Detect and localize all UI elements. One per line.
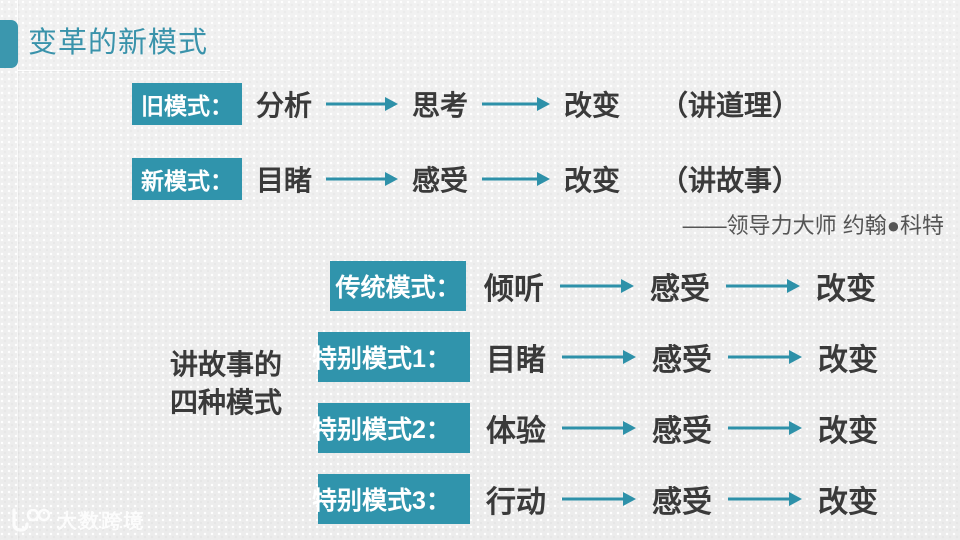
watermark: 大数跨境 [8, 505, 145, 534]
flow-row-special-mode-1: 特别模式1： 目睹 感受 改变 [312, 332, 878, 382]
row-tag-label: 特别模式2： [312, 416, 451, 444]
flow-row-old-model: 旧模式： 分析 思考 改变 （讲道理） [132, 83, 800, 125]
step-word: 思考 [412, 90, 469, 121]
step-word: 分析 [256, 90, 313, 121]
step-word: 改变 [818, 415, 878, 448]
arrow-right-icon [562, 491, 636, 507]
step-word: 改变 [818, 486, 878, 519]
title-underline [18, 70, 230, 71]
arrow-right-icon [728, 349, 802, 365]
row-note: （讲故事） [660, 165, 801, 196]
row-tag-special-mode-1: 特别模式1： [312, 332, 470, 382]
arrow-right-icon [728, 491, 802, 507]
arrow-right-icon [562, 349, 636, 365]
step-word: 改变 [818, 344, 878, 377]
step-word: 目睹 [256, 165, 313, 196]
row-tag-traditional-mode: 传统模式： [330, 261, 466, 311]
flow-row-special-mode-2: 特别模式2： 体验 感受 改变 [312, 403, 878, 453]
step-word: 感受 [650, 273, 710, 306]
slide-left-seam [17, 0, 18, 540]
arrow-right-icon [728, 420, 802, 436]
row-note: （讲道理） [660, 90, 801, 121]
row-tag-label: 特别模式1： [312, 345, 451, 373]
arrow-right-icon [326, 171, 399, 187]
step-word: 改变 [564, 165, 621, 196]
step-word: 感受 [652, 344, 712, 377]
attribution-text: ——领导力大师 约翰●科特 [682, 213, 944, 238]
glasses-logo-icon [8, 507, 51, 533]
step-word: 感受 [652, 415, 712, 448]
step-word: 改变 [564, 90, 621, 121]
group-label-line2: 四种模式 [169, 387, 282, 418]
arrow-right-icon [560, 278, 634, 294]
group-label: 讲故事的 四种模式 [136, 346, 316, 422]
flow-row-special-mode-3: 特别模式3： 行动 感受 改变 [312, 474, 878, 524]
row-tag-special-mode-2: 特别模式2： [312, 403, 470, 453]
step-word: 感受 [652, 486, 712, 519]
arrow-right-icon [726, 278, 800, 294]
step-word: 改变 [816, 273, 876, 306]
page-title: 变革的新模式 [28, 27, 209, 59]
row-tag-special-mode-3: 特别模式3： [312, 474, 470, 524]
flow-row-new-model: 新模式： 目睹 感受 改变 （讲故事） [132, 158, 800, 200]
step-word: 倾听 [484, 273, 544, 306]
arrow-right-icon [326, 96, 399, 112]
arrow-right-icon [482, 171, 551, 187]
step-word: 行动 [486, 486, 546, 519]
row-tag-label: 特别模式3： [312, 487, 451, 515]
row-tag-new-model: 新模式： [132, 158, 242, 200]
arrow-right-icon [482, 96, 551, 112]
row-tag-old-model: 旧模式： [132, 83, 242, 125]
watermark-label: 大数跨境 [57, 511, 145, 533]
title-accent-bar [0, 20, 18, 68]
arrow-right-icon [562, 420, 636, 436]
flow-row-traditional-mode: 传统模式： 倾听 感受 改变 [330, 261, 876, 311]
step-word: 感受 [412, 165, 469, 196]
step-word: 体验 [486, 415, 546, 448]
step-word: 目睹 [486, 344, 546, 377]
group-label-line1: 讲故事的 [169, 349, 282, 380]
